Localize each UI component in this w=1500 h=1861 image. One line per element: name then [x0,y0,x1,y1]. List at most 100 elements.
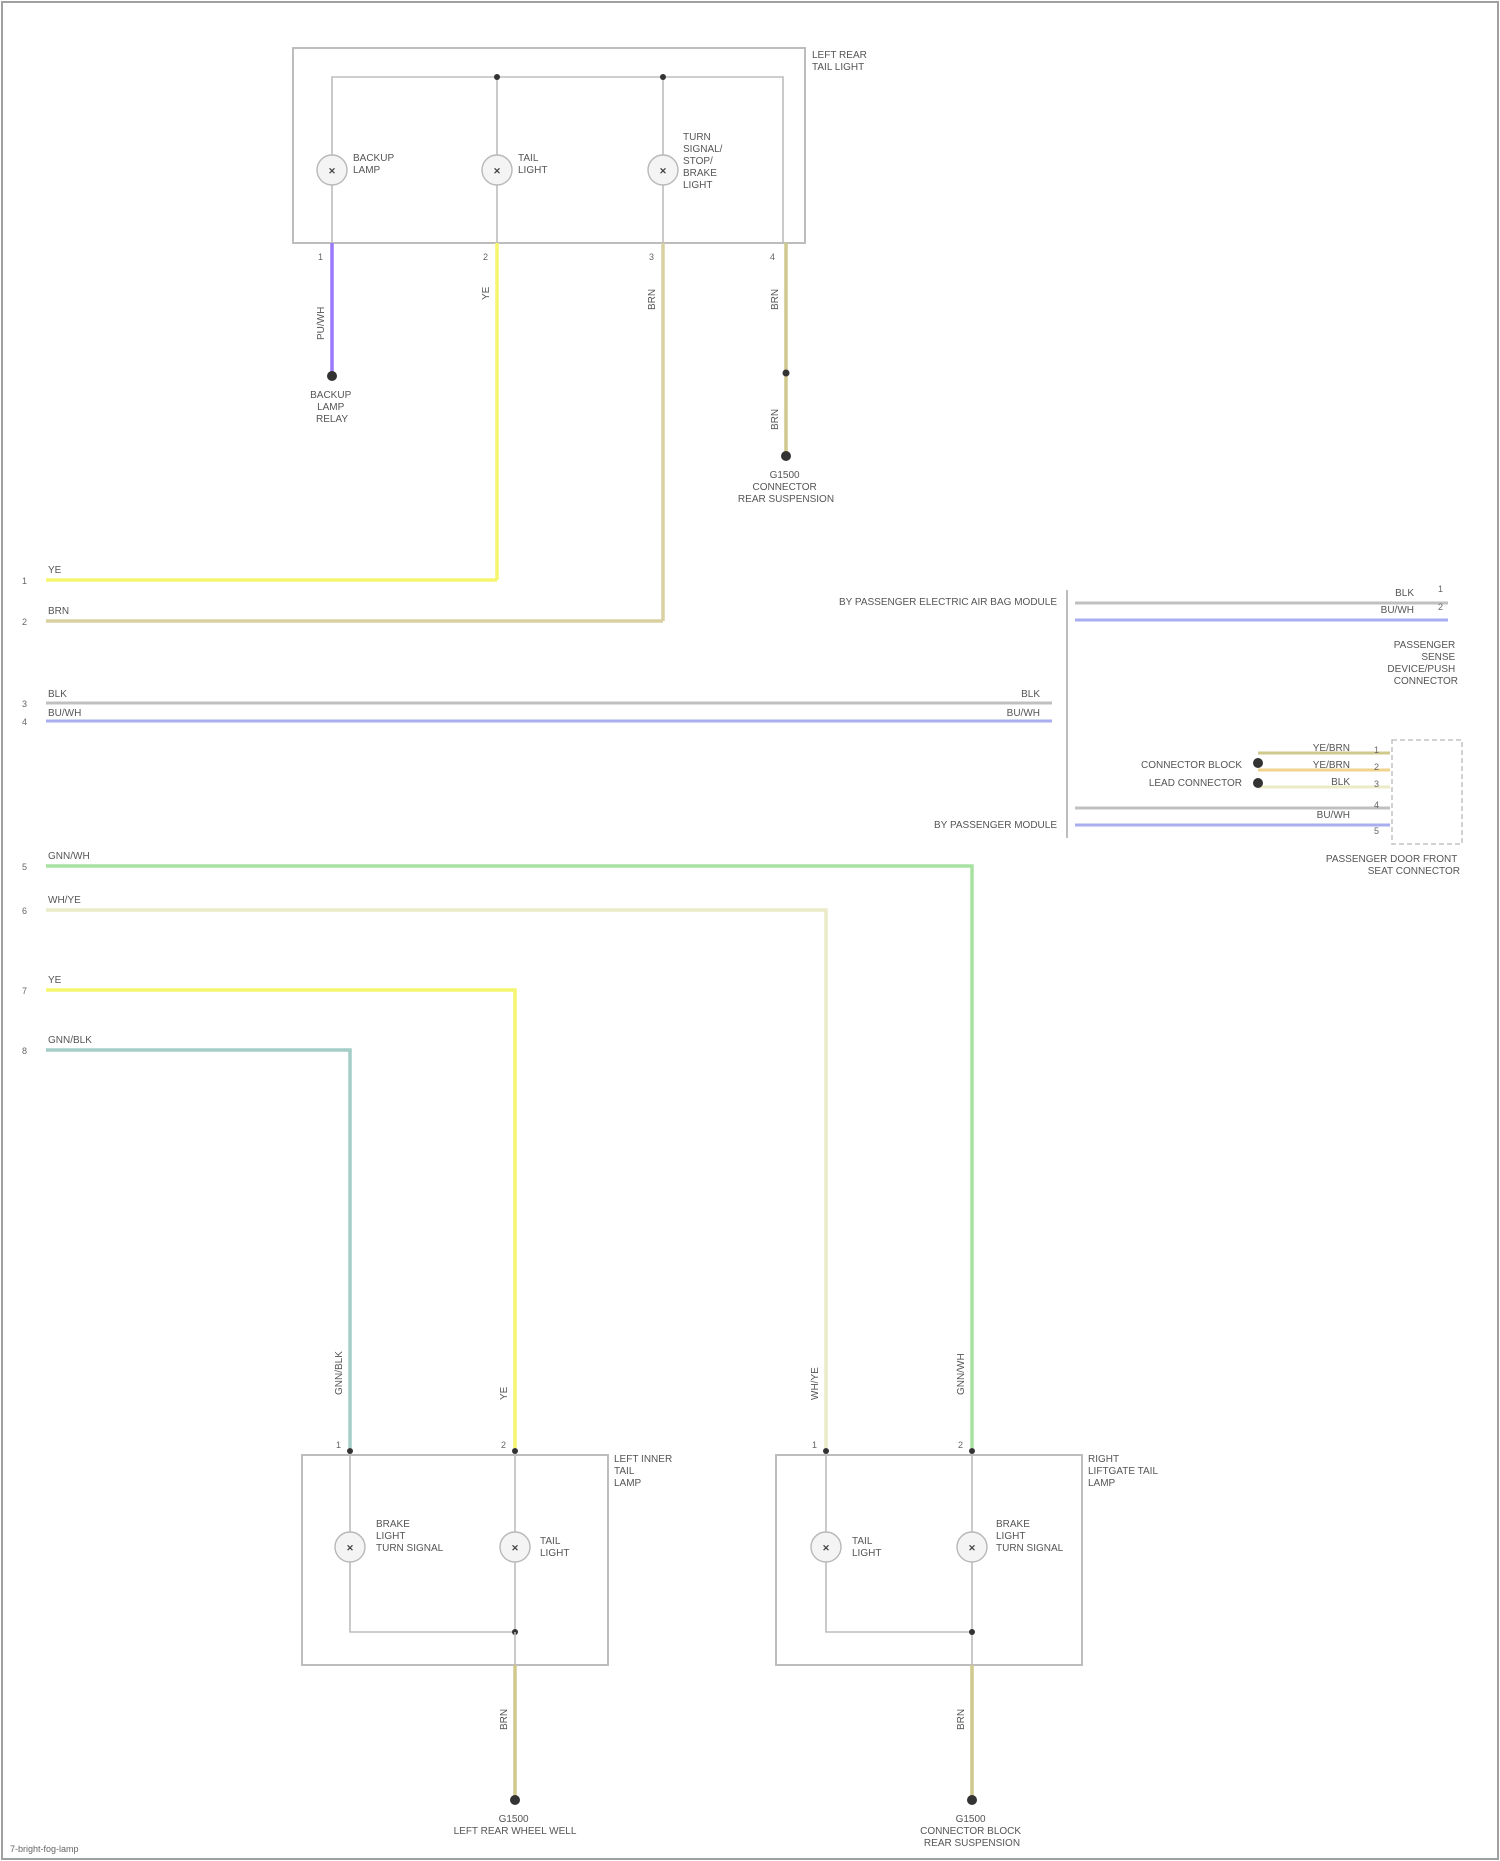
wire-color-label: YE [499,1386,510,1400]
wire-color-label: YE/BRN [1313,743,1350,754]
splice-dot [1253,758,1263,768]
splice-dot [969,1629,975,1635]
svg-text:✕: ✕ [968,1543,976,1553]
ground-terminal-dot [781,451,791,461]
passenger-connector-panel: BY PASSENGER ELECTRIC AIR BAG MODULE BLK… [839,584,1462,877]
tail-light-bulb-icon: ✕ [500,1532,530,1562]
brake-light-bulb-icon: ✕ [335,1532,365,1562]
svg-text:✕: ✕ [346,1543,354,1553]
svg-text:✕: ✕ [659,166,667,176]
svg-text:✕: ✕ [822,1543,830,1553]
connector-label: PASSENGER SENSE DEVICE/PUSH CONNECTOR [1387,640,1458,687]
pin-number: 2 [1438,602,1443,612]
splice-dot [1253,778,1263,788]
row-wire-label: YE [48,975,62,986]
wire-gnn-blk [46,1050,350,1448]
backup-lamp-bulb-icon: ✕ [317,155,347,185]
row-wire-label: GNN/BLK [48,1035,92,1046]
module-reference: BY PASSENGER MODULE [934,820,1057,831]
pin-number: 1 [1374,745,1379,755]
splice-dot [783,370,790,377]
tail-light-bulb-icon: ✕ [811,1532,841,1562]
pin-number: 1 [812,1440,817,1450]
pin-number: 3 [649,252,654,262]
termination-label: G1500 LEFT REAR WHEEL WELL [454,1814,577,1837]
left-harness: 1 2 3 4 5 6 7 8 YE BRN BLK BU/WH GNN/WH … [22,565,1052,1448]
wire-color-label: GNN/BLK [334,1351,345,1395]
wire-color-label: BLK [1331,777,1350,788]
termination-label: BACKUP LAMP RELAY [310,390,354,425]
bus-wire-label: BU/WH [1007,708,1040,719]
pin-dot [347,1448,353,1454]
tail-light-bulb-icon: ✕ [482,155,512,185]
ground-terminal-dot [967,1795,977,1805]
wire-color-label: BLK [1395,588,1414,599]
pin-number: 1 [318,252,323,262]
bulb-label: TAIL LIGHT [540,1536,569,1559]
row-pin: 8 [22,1046,27,1056]
module-reference: BY PASSENGER ELECTRIC AIR BAG MODULE [839,597,1057,608]
pin-number: 4 [1374,800,1379,810]
wire-color-label: GNN/WH [956,1353,967,1395]
brake-light-bulb-icon: ✕ [957,1532,987,1562]
bulb-label: TURN SIGNAL/ STOP/ BRAKE LIGHT [683,132,725,191]
wire-color-label: BRN [956,1709,967,1730]
connector-title: PASSENGER DOOR FRONT SEAT CONNECTOR [1326,854,1460,877]
wire-color-label: BU/WH [1381,605,1414,616]
wire-color-label: WH/YE [810,1367,821,1400]
row-pin: 2 [22,617,27,627]
seat-connector-box [1392,740,1462,844]
wire-ye [46,990,515,1448]
bulb-label: TAIL LIGHT [852,1536,881,1559]
relay-terminal-dot [327,371,337,381]
row-wire-label: WH/YE [48,895,81,906]
bulb-label: BRAKE LIGHT TURN SIGNAL [376,1519,444,1554]
bulb-label: BRAKE LIGHT TURN SIGNAL [996,1519,1064,1554]
pin-dot [823,1448,829,1454]
ground-terminal-dot [510,1795,520,1805]
splice-dot [494,74,500,80]
wire-gnn-wh [46,866,972,1448]
bus-wire-label: BLK [1021,689,1040,700]
footer-code: 7-bright-fog-lamp [10,1844,79,1854]
pin-number: 1 [1438,584,1443,594]
pin-number: 2 [483,252,488,262]
row-wire-label: BU/WH [48,708,81,719]
pin-number: 4 [770,252,775,262]
row-wire-label: BRN [48,606,69,617]
wire-color-label: PU/WH [316,307,327,340]
wire-color-label: BRN [499,1709,510,1730]
right-liftgate-tail-lamp-assembly: ✕ ✕ TAIL LIGHT BRAKE LIGHT TURN SIGNAL R… [776,1353,1160,1849]
termination-label: G1500 CONNECTOR BLOCK REAR SUSPENSION [920,1814,1024,1849]
pin-number: 5 [1374,826,1379,836]
left-inner-tail-lamp-assembly: ✕ ✕ BRAKE LIGHT TURN SIGNAL TAIL LIGHT L… [302,1351,675,1837]
splice-dot [660,74,666,80]
pin-number: 2 [1374,762,1379,772]
lamp-internal-wire [826,1455,972,1632]
wire-color-label: BRN [770,409,781,430]
pin-number: 1 [336,1440,341,1450]
wire-color-label: YE [481,286,492,300]
pin-number: 3 [1374,779,1379,789]
connector-block-label: LEAD CONNECTOR [1149,778,1242,789]
row-pin: 6 [22,906,27,916]
row-wire-label: YE [48,565,62,576]
pin-number: 2 [958,1440,963,1450]
wire-color-label: BRN [770,289,781,310]
connector-block-label: CONNECTOR BLOCK [1141,760,1242,771]
pin-dot [969,1448,975,1454]
pin-dot [512,1448,518,1454]
row-pin: 1 [22,576,27,586]
termination-label: G1500 CONNECTOR REAR SUSPENSION [738,470,834,505]
row-pin: 7 [22,986,27,996]
wire-color-label: YE/BRN [1313,760,1350,771]
wire-color-label: BRN [647,289,658,310]
turn-signal-bulb-icon: ✕ [648,155,678,185]
svg-text:✕: ✕ [511,1543,519,1553]
pin-number: 2 [501,1440,506,1450]
